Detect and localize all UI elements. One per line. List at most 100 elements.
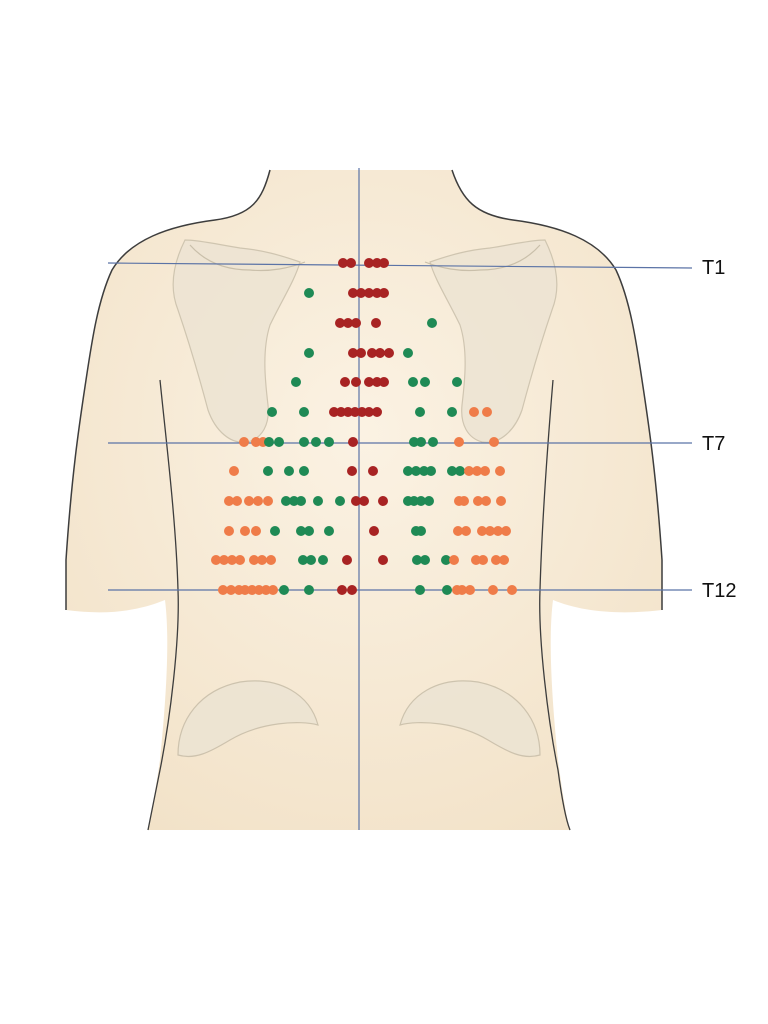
point-marker-red <box>348 288 358 298</box>
point-marker-orange <box>453 526 463 536</box>
point-marker-red <box>364 377 374 387</box>
point-marker-green <box>419 466 429 476</box>
torso-right-edge <box>451 169 663 610</box>
torso-left-edge <box>65 169 271 610</box>
point-marker-green <box>304 585 314 595</box>
point-marker-green <box>441 555 451 565</box>
point-marker-red <box>350 407 360 417</box>
point-marker-red <box>368 466 378 476</box>
point-marker-orange <box>244 496 254 506</box>
point-marker-orange <box>471 555 481 565</box>
point-marker-orange <box>247 585 257 595</box>
point-marker-orange <box>224 526 234 536</box>
point-marker-orange <box>268 585 278 595</box>
point-marker-orange <box>477 526 487 536</box>
point-marker-orange <box>491 555 501 565</box>
point-marker-orange <box>496 496 506 506</box>
point-marker-green <box>299 437 309 447</box>
level-label-t7: T7 <box>702 433 726 455</box>
point-marker-orange <box>261 585 271 595</box>
point-marker-red <box>369 526 379 536</box>
point-marker-green <box>306 555 316 565</box>
point-marker-red <box>364 288 374 298</box>
point-marker-red <box>343 318 353 328</box>
point-marker-red <box>357 407 367 417</box>
point-marker-red <box>329 407 339 417</box>
point-marker-red <box>364 407 374 417</box>
point-marker-orange <box>461 526 471 536</box>
point-marker-orange <box>465 585 475 595</box>
point-marker-red <box>364 258 374 268</box>
point-marker-green <box>408 377 418 387</box>
point-marker-green <box>420 377 430 387</box>
point-marker-green <box>403 348 413 358</box>
t1-level-line <box>107 262 693 269</box>
point-marker-red <box>351 496 361 506</box>
point-marker-red <box>378 496 388 506</box>
point-marker-green <box>452 377 462 387</box>
point-marker-red <box>372 377 382 387</box>
point-marker-orange <box>229 466 239 476</box>
point-marker-red <box>375 348 385 358</box>
point-marker-orange <box>495 466 505 476</box>
point-marker-red <box>337 585 347 595</box>
point-marker-orange <box>493 526 503 536</box>
point-marker-green <box>416 437 426 447</box>
point-marker-red <box>372 407 382 417</box>
point-marker-orange <box>478 555 488 565</box>
point-marker-orange <box>485 526 495 536</box>
right-scapula <box>424 239 558 443</box>
point-marker-green <box>296 496 306 506</box>
point-marker-orange <box>226 585 236 595</box>
point-marker-red <box>367 348 377 358</box>
point-marker-orange <box>251 526 261 536</box>
point-marker-orange <box>480 466 490 476</box>
point-marker-orange <box>501 526 511 536</box>
point-marker-red <box>356 348 366 358</box>
point-marker-green <box>424 496 434 506</box>
point-marker-green <box>264 437 274 447</box>
left-waist-edge <box>147 379 179 831</box>
point-marker-green <box>415 585 425 595</box>
point-marker-green <box>426 466 436 476</box>
level-label-t12: T12 <box>702 580 737 602</box>
point-marker-red <box>379 377 389 387</box>
point-marker-green <box>289 496 299 506</box>
point-marker-orange <box>240 585 250 595</box>
point-marker-orange <box>449 555 459 565</box>
point-marker-red <box>347 585 357 595</box>
point-marker-red <box>372 258 382 268</box>
point-marker-green <box>270 526 280 536</box>
point-marker-green <box>304 288 314 298</box>
point-marker-green <box>267 407 277 417</box>
point-marker-green <box>324 437 334 447</box>
point-marker-orange <box>249 555 259 565</box>
point-marker-green <box>279 585 289 595</box>
point-marker-red <box>347 466 357 476</box>
point-marker-orange <box>224 496 234 506</box>
point-marker-red <box>378 555 388 565</box>
point-marker-orange <box>482 407 492 417</box>
point-marker-orange <box>459 496 469 506</box>
point-marker-orange <box>239 437 249 447</box>
point-marker-orange <box>464 466 474 476</box>
point-marker-green <box>335 496 345 506</box>
point-marker-orange <box>507 585 517 595</box>
point-marker-orange <box>469 407 479 417</box>
point-marker-green <box>284 466 294 476</box>
point-marker-red <box>379 288 389 298</box>
point-marker-red <box>356 288 366 298</box>
point-marker-green <box>403 466 413 476</box>
point-marker-green <box>447 466 457 476</box>
point-marker-green <box>416 496 426 506</box>
point-marker-green <box>455 466 465 476</box>
point-marker-orange <box>266 555 276 565</box>
point-marker-green <box>298 555 308 565</box>
point-marker-red <box>384 348 394 358</box>
point-marker-orange <box>473 496 483 506</box>
point-marker-orange <box>263 496 273 506</box>
point-marker-red <box>340 377 350 387</box>
point-marker-green <box>304 348 314 358</box>
point-marker-green <box>412 555 422 565</box>
